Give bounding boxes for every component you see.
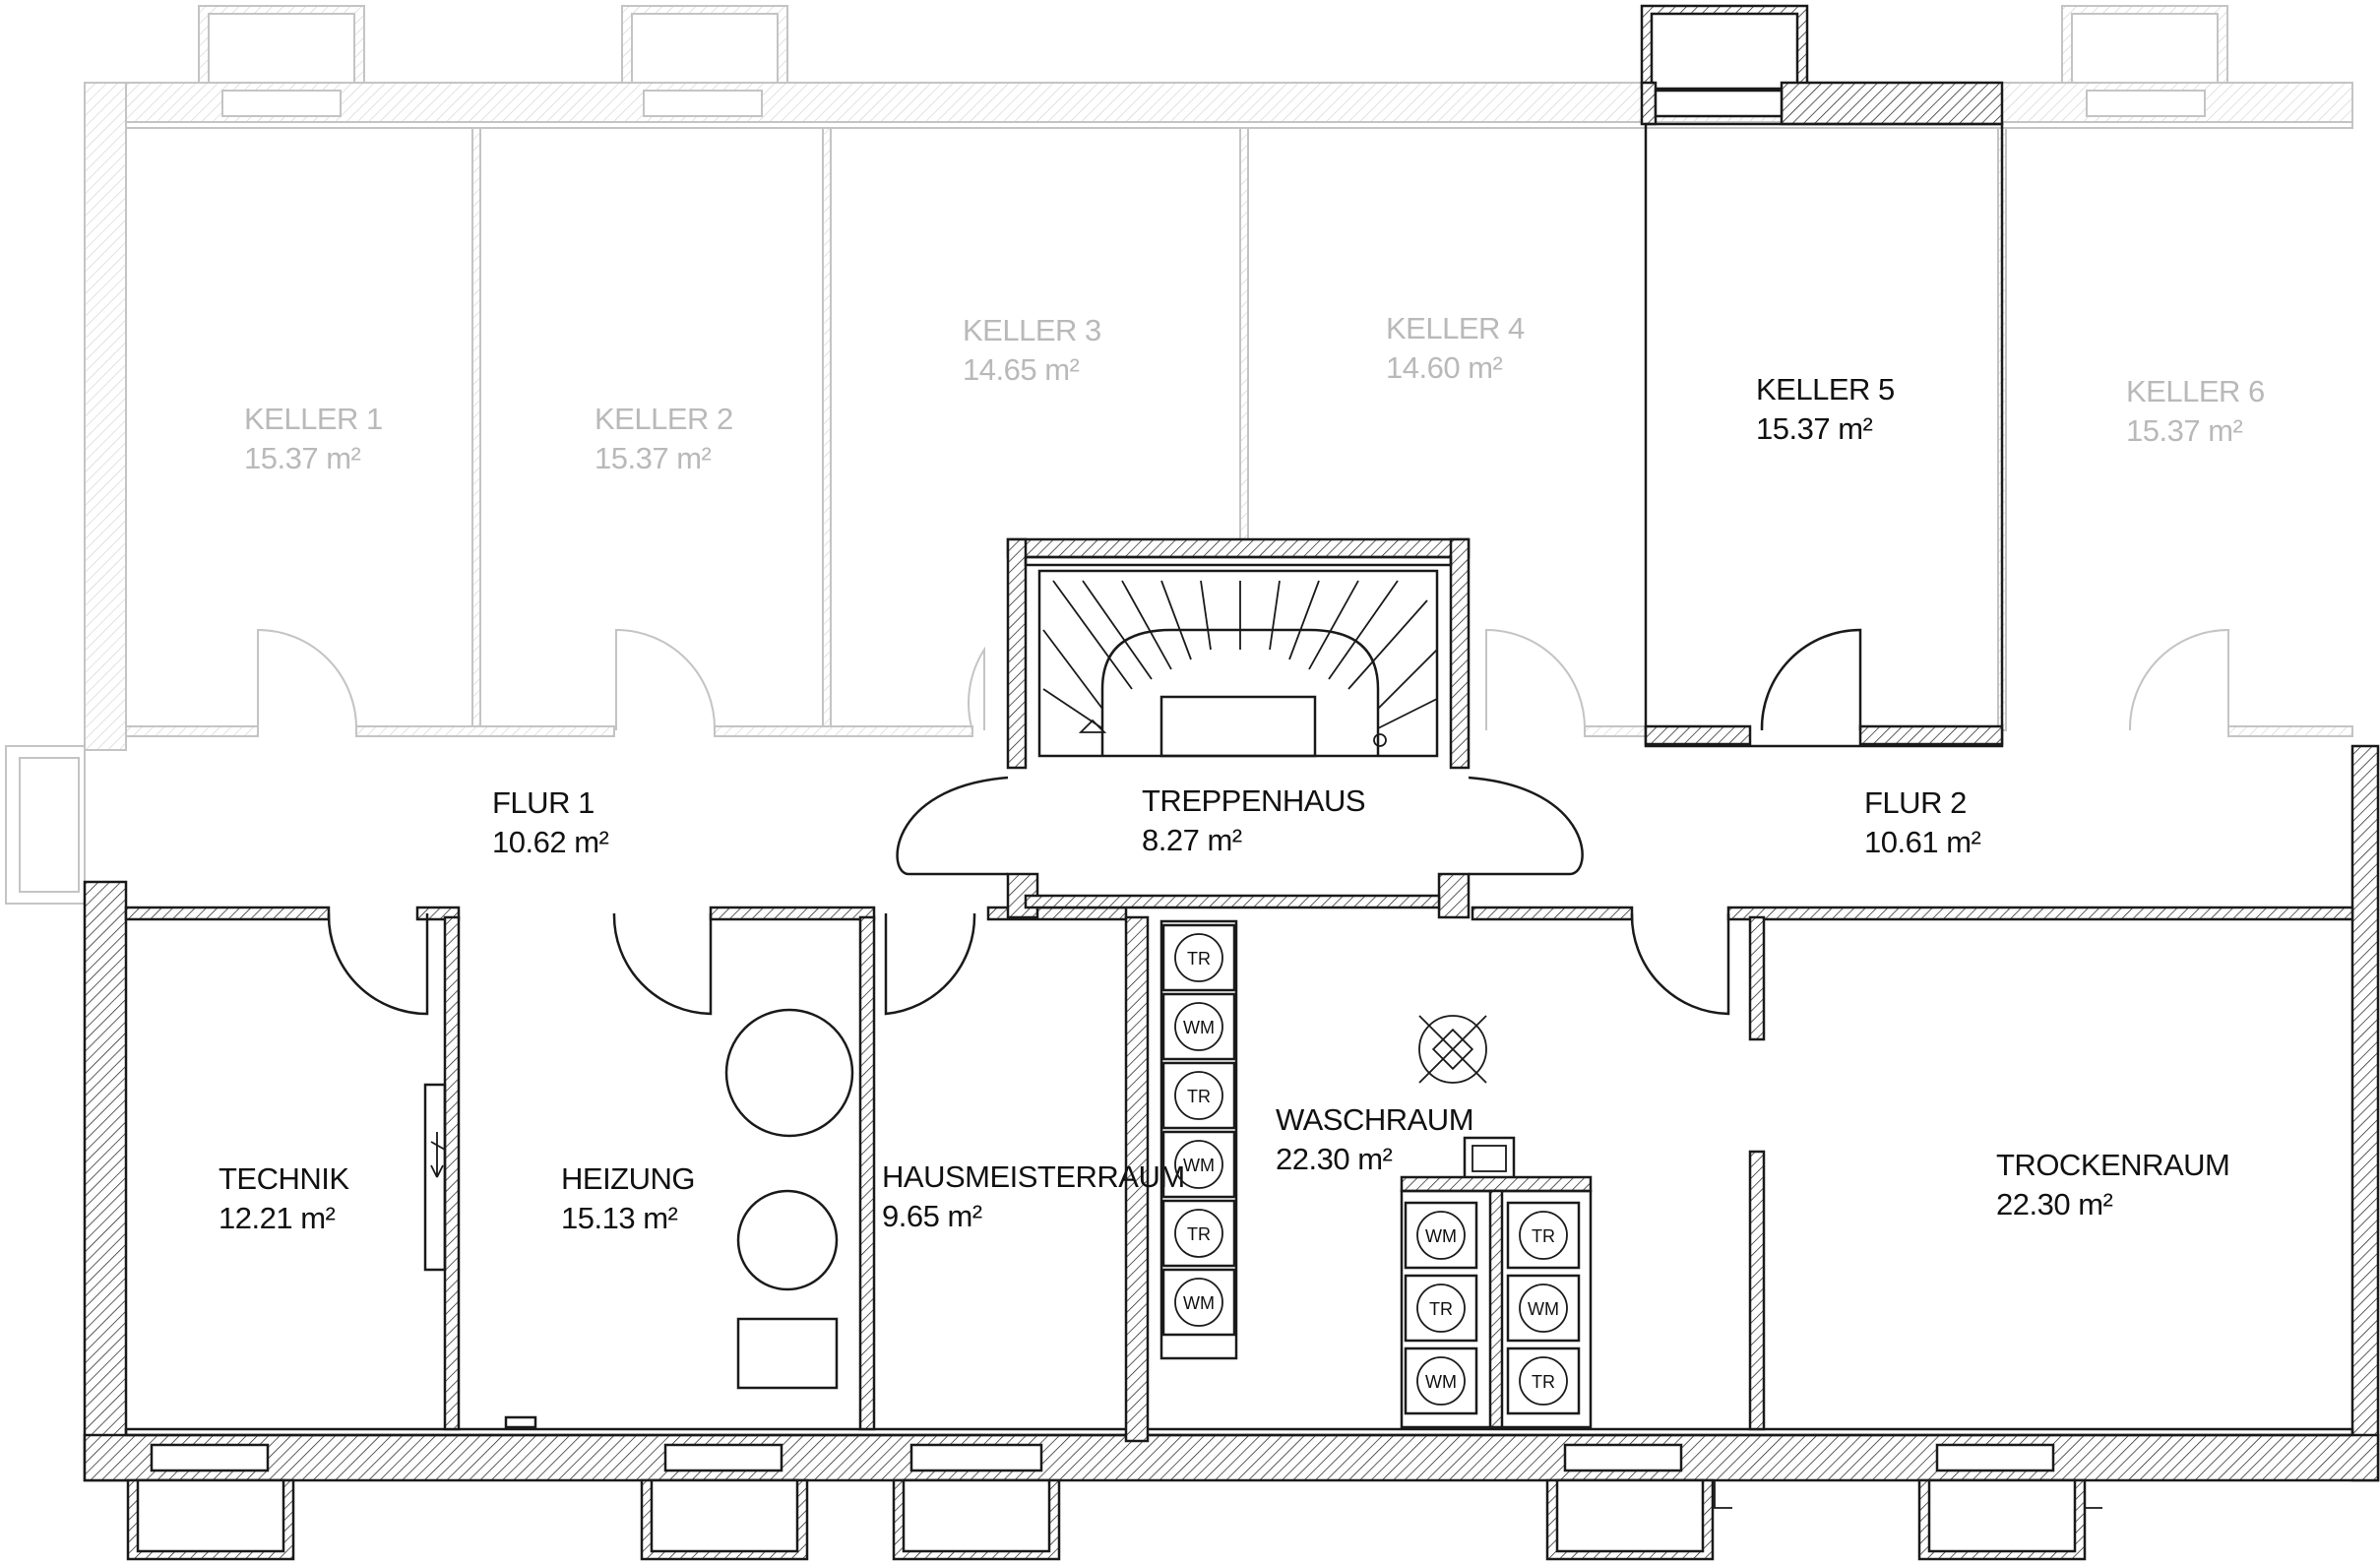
room-labels: KELLER 1 15.37 m² KELLER 2 15.37 m² KELL… — [219, 311, 2265, 1235]
washer-icon: WM — [1506, 1274, 1581, 1343]
keller-5-unit — [1640, 4, 2004, 748]
door-keller-3[interactable] — [968, 646, 985, 731]
dryer-icon: TR — [1161, 1199, 1236, 1268]
dryer-icon: TR — [1404, 1274, 1478, 1343]
appliance-label: WM — [1528, 1299, 1559, 1319]
laundry-sink-icon — [1400, 1136, 1593, 1429]
dryer-icon: TR — [1161, 1061, 1236, 1130]
washer-icon: WM — [1404, 1346, 1478, 1415]
door-keller-4[interactable] — [1485, 628, 1587, 731]
appliance-label: TR — [1187, 1087, 1211, 1106]
door-keller-2[interactable] — [615, 628, 717, 731]
appliance-label: TR — [1429, 1299, 1453, 1319]
washer-icon: WM — [1161, 1268, 1236, 1337]
washer-icon: WM — [1161, 992, 1236, 1061]
appliance-label: TR — [1532, 1372, 1555, 1392]
appliance-label: WM — [1183, 1156, 1215, 1175]
dryer-icon: TR — [1161, 923, 1236, 992]
heating-unit-icon — [736, 1317, 839, 1390]
appliance-label: WM — [1425, 1226, 1457, 1246]
door-technik[interactable] — [327, 912, 429, 1016]
appliance-label: WM — [1425, 1372, 1457, 1392]
appliance-column-left — [1159, 919, 1238, 1360]
greyed-storage-zone — [84, 5, 2353, 751]
label-hausmeister-area: 9.65 m² — [882, 1199, 982, 1233]
label-trockenraum-area: 22.30 m² — [1996, 1187, 2113, 1221]
label-keller-3-name: KELLER 3 — [963, 313, 1101, 347]
door-treppenhaus[interactable] — [896, 776, 1584, 876]
door-heizung[interactable] — [612, 912, 713, 1016]
outer-wall-right — [2350, 744, 2380, 1482]
label-keller-4-name: KELLER 4 — [1386, 311, 1525, 345]
label-flur-1-name: FLUR 1 — [492, 785, 595, 820]
label-technik-name: TECHNIK — [219, 1161, 349, 1196]
label-flur-1-area: 10.62 m² — [492, 825, 609, 859]
outer-wall-top-grey — [84, 82, 2353, 125]
label-keller-2-name: KELLER 2 — [595, 402, 733, 436]
appliance-label: WM — [1183, 1018, 1215, 1037]
dryer-icon: TR — [1506, 1346, 1581, 1415]
side-window-left — [5, 745, 86, 905]
floor-drain-icon — [1418, 1015, 1487, 1084]
active-floor — [5, 537, 2380, 1561]
label-flur-2-name: FLUR 2 — [1864, 785, 1967, 820]
label-keller-5-name: KELLER 5 — [1756, 372, 1895, 407]
label-keller-2-area: 15.37 m² — [595, 441, 712, 475]
label-treppenhaus-area: 8.27 m² — [1142, 823, 1242, 857]
washer-icon: WM — [1404, 1201, 1478, 1270]
label-heizung-area: 15.13 m² — [561, 1201, 678, 1235]
label-hausmeister-name: HAUSMEISTERRAUM — [882, 1159, 1185, 1194]
label-keller-1-area: 15.37 m² — [244, 441, 361, 475]
label-waschraum-name: WASCHRAUM — [1276, 1102, 1473, 1137]
stairwell — [896, 537, 1584, 919]
door-keller-5[interactable] — [1760, 628, 1862, 731]
label-heizung-name: HEIZUNG — [561, 1161, 695, 1196]
appliance-label: TR — [1532, 1226, 1555, 1246]
label-keller-1-name: KELLER 1 — [244, 402, 383, 436]
label-keller-4-area: 14.60 m² — [1386, 350, 1503, 385]
washer-icon: WM — [1161, 1130, 1236, 1199]
outer-wall-left — [83, 880, 128, 1482]
label-keller-5-area: 15.37 m² — [1756, 411, 1873, 446]
appliances: TR WM TR WM TR WM WM TR TR WM WM TR — [1161, 923, 1581, 1415]
radiator-icon — [504, 1415, 537, 1429]
label-keller-6-name: KELLER 6 — [2126, 374, 2265, 408]
label-flur-2-area: 10.61 m² — [1864, 825, 1981, 859]
label-trockenraum-name: TROCKENRAUM — [1996, 1148, 2229, 1182]
door-keller-1[interactable] — [257, 628, 358, 731]
boiler-tank-icon — [724, 1008, 854, 1138]
label-treppenhaus-name: TREPPENHAUS — [1142, 783, 1365, 818]
label-waschraum-area: 22.30 m² — [1276, 1142, 1393, 1176]
label-keller-6-area: 15.37 m² — [2126, 413, 2243, 448]
storage-tank-icon — [736, 1189, 839, 1291]
dryer-icon: TR — [1506, 1201, 1581, 1270]
appliance-label: WM — [1183, 1293, 1215, 1313]
label-technik-area: 12.21 m² — [219, 1201, 336, 1235]
label-keller-3-area: 14.65 m² — [963, 352, 1080, 387]
light-well-top-1 — [198, 5, 365, 90]
door-waschraum[interactable] — [1630, 912, 1730, 1016]
door-keller-6[interactable] — [2128, 628, 2229, 731]
light-well-top-4 — [2061, 5, 2228, 90]
appliance-label: TR — [1187, 949, 1211, 969]
appliance-label: TR — [1187, 1224, 1211, 1244]
outer-wall-left-grey — [84, 82, 127, 751]
electrical-panel-icon — [423, 1083, 447, 1272]
light-well-top-2 — [621, 5, 788, 90]
door-hausmeister[interactable] — [884, 912, 976, 1016]
